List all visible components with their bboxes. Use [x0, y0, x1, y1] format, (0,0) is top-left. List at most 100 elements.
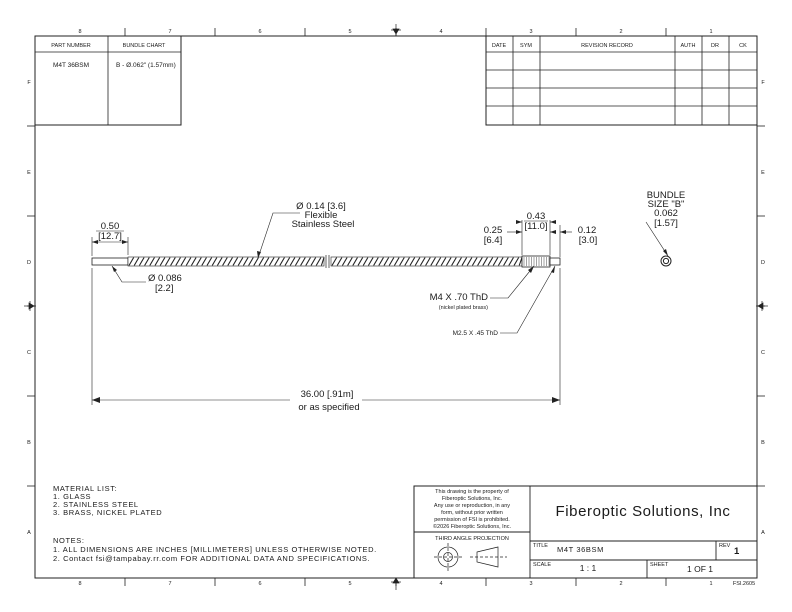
spiral-wrap [190, 257, 197, 266]
notes: NOTES: 1. ALL DIMENSIONS ARE INCHES [MIL… [53, 536, 377, 563]
company-name: Fiberoptic Solutions, Inc [555, 503, 730, 520]
zone-col-4-bottom: 4 [439, 581, 442, 587]
bundle-label-4: [1.57] [654, 218, 678, 229]
rev-header-date: DATE [492, 43, 507, 49]
spiral-wrap [518, 257, 523, 266]
spiral-wrap [305, 257, 311, 266]
spiral-wrap [268, 257, 275, 266]
title-value: M4T 36BSM [557, 545, 604, 554]
drawing-border [34, 35, 758, 579]
m4-thread-hatch [523, 257, 550, 266]
spiral-wrap [300, 257, 306, 266]
part-table: PART NUMBER BUNDLE CHART M4T 36BSM B - Ø… [34, 35, 182, 126]
prop-line-6: ©2026 Fiberoptic Solutions, Inc. [433, 523, 512, 530]
scale-label: SCALE [533, 562, 551, 568]
spiral-wrap [341, 257, 348, 266]
dim-left-length [91, 230, 129, 256]
spiral-wrap [274, 257, 280, 266]
tube-desc-flexible: Flexible [305, 210, 338, 221]
spiral-wrap [352, 257, 358, 266]
spiral-wrap [133, 257, 140, 266]
bundle-chart-value: B - Ø.062" (1.57mm) [116, 62, 176, 69]
dim-043-label: 0.43 [527, 211, 546, 222]
scale-value: 1 : 1 [580, 563, 597, 573]
zone-row-f-right: F [761, 80, 765, 86]
spiral-wrap [347, 257, 353, 266]
spiral-wrap [419, 257, 426, 266]
spiral-wrap [222, 257, 228, 266]
spiral-wrap [471, 257, 478, 266]
zone-col-8-top: 8 [78, 29, 81, 35]
rev-label: REV [719, 543, 731, 549]
spiral-wrap [451, 257, 457, 266]
spiral-wrap [482, 257, 488, 266]
spiral-wrap [232, 257, 239, 266]
spiral-wrap [320, 257, 325, 266]
m25-tip [549, 257, 561, 266]
zone-row-e-right: E [761, 170, 765, 176]
zone-labels: 8 7 6 5 4 3 2 1 8 7 6 5 4 3 2 1 F E D C … [27, 29, 765, 587]
spiral-wrap [258, 257, 265, 266]
spiral-wrap [227, 257, 233, 266]
dim-025-mm: [6.4] [484, 235, 503, 246]
rev-header-record: REVISION RECORD [581, 43, 633, 49]
spiral-wrap [388, 257, 395, 266]
zone-row-d-left: D [27, 260, 31, 266]
rev-header-sym: SYM [520, 43, 532, 49]
tube-diameter-label: Ø 0.14 [3.6] [296, 201, 346, 212]
zone-row-c-left: C [27, 350, 31, 356]
spiral-wrap [440, 257, 447, 266]
spiral-wrap [357, 257, 364, 266]
thread-m4-note: (nickel plated brass) [439, 305, 488, 311]
zone-row-e-left: E [27, 170, 31, 176]
zone-col-5-top: 5 [348, 29, 351, 35]
zone-col-6-bottom: 6 [258, 581, 261, 587]
material-list: MATERIAL LIST: 1. GLASS 2. STAINLESS STE… [53, 484, 162, 517]
tube-spiral-left [128, 257, 325, 266]
spiral-wrap [336, 257, 343, 266]
spiral-wrap [414, 257, 421, 266]
dim-012-label: 0.12 [578, 225, 597, 236]
spiral-wrap [456, 257, 462, 266]
spiral-wrap [242, 257, 249, 266]
prop-line-2: Fiberoptic Solutions, Inc. [442, 496, 503, 502]
spiral-wrap [253, 257, 259, 266]
zone-row-f-left: F [27, 80, 31, 86]
spiral-wrap [373, 257, 379, 266]
spiral-wrap [154, 257, 161, 266]
material-item-2: 2. STAINLESS STEEL [53, 500, 139, 509]
spiral-wrap [445, 257, 452, 266]
bundle-inner-circle [662, 257, 670, 265]
note-item-1: 1. ALL DIMENSIONS ARE INCHES [MILLIMETER… [53, 545, 377, 554]
spiral-wrap [263, 257, 270, 266]
spiral-wrap [503, 257, 509, 266]
zone-row-b-right: B [761, 440, 765, 446]
zone-col-1-bottom: 1 [709, 581, 712, 587]
spiral-wrap [237, 257, 244, 266]
prop-line-3: Any use or reproduction, in any [434, 503, 510, 509]
spiral-wrap [466, 257, 473, 266]
spiral-wrap [362, 257, 369, 266]
spiral-wrap [315, 257, 322, 266]
spiral-wrap [216, 257, 223, 266]
zone-col-1-top: 1 [709, 29, 712, 35]
break-symbol [325, 255, 330, 268]
note-item-2: 2. Contact fsi@tampabay.rr.com FOR ADDIT… [53, 554, 370, 563]
zone-col-3-top: 3 [529, 29, 532, 35]
spiral-wrap [196, 257, 202, 266]
ferrule-diameter-mm: [2.2] [155, 283, 174, 294]
rev-value: 1 [734, 546, 740, 557]
zone-col-3-bottom: 3 [529, 581, 532, 587]
overall-length-label: 36.00 [.91m] [301, 389, 354, 400]
spiral-wrap [513, 257, 520, 266]
spiral-wrap [461, 257, 468, 266]
tube-desc-stainless: Stainless Steel [292, 219, 355, 230]
spiral-wrap [492, 257, 499, 266]
spiral-wrap [477, 257, 483, 266]
title-label: TITLE [533, 543, 548, 549]
zone-row-a-right: A [761, 530, 765, 536]
material-item-3: 3. BRASS, NICKEL PLATED [53, 508, 162, 517]
revision-table [485, 35, 758, 126]
spiral-wrap [425, 257, 431, 266]
